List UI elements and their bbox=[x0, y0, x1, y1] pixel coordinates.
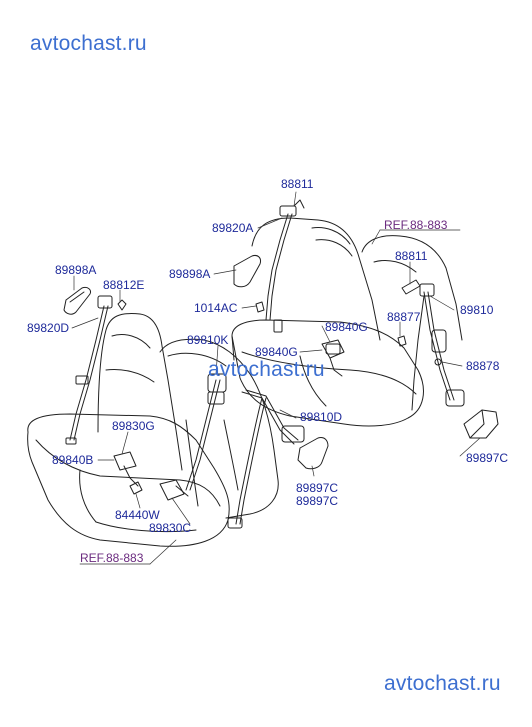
watermark-top: avtochast.ru bbox=[30, 32, 147, 55]
part-88878[interactable]: 88878 bbox=[466, 359, 500, 373]
part-88877[interactable]: 88877 bbox=[387, 310, 421, 324]
buckle-89840b bbox=[113, 451, 137, 471]
buckle-89840g-mid bbox=[321, 339, 345, 359]
right-seat-back-left bbox=[251, 217, 381, 341]
watermark-bottom: avtochast.ru bbox=[384, 672, 501, 695]
buckle-89830c bbox=[159, 479, 185, 501]
part-88811-right[interactable]: 88811 bbox=[395, 249, 428, 263]
part-89830c[interactable]: 89830C bbox=[149, 521, 192, 535]
part-89810d[interactable]: 89810D bbox=[300, 410, 343, 424]
part-89810k[interactable]: 89810K bbox=[187, 333, 229, 347]
part-84440w[interactable]: 84440W bbox=[115, 508, 160, 522]
part-89830g[interactable]: 89830G bbox=[112, 419, 155, 433]
watermark-middle: avtochast.ru bbox=[208, 358, 325, 381]
cover-89897c-right bbox=[463, 409, 499, 439]
belt-89810k bbox=[185, 379, 217, 491]
guide-89898a-mid bbox=[233, 255, 261, 288]
part-88811-top[interactable]: 88811 bbox=[281, 177, 314, 191]
part-89820d[interactable]: 89820D bbox=[27, 321, 70, 335]
cover-89897c-a bbox=[297, 437, 329, 470]
part-89810[interactable]: 89810 bbox=[460, 303, 494, 317]
part-89840b[interactable]: 89840B bbox=[52, 453, 94, 467]
ref-label-upper[interactable]: REF.88-883 bbox=[384, 218, 448, 232]
part-88812e[interactable]: 88812E bbox=[103, 278, 145, 292]
part-89840g-mid[interactable]: 89840G bbox=[255, 345, 298, 359]
part-89820a[interactable]: 89820A bbox=[212, 221, 254, 235]
part-89897c-a[interactable]: 89897C bbox=[296, 481, 339, 495]
part-89898a-mid[interactable]: 89898A bbox=[169, 267, 211, 281]
part-1014ac[interactable]: 1014AC bbox=[194, 301, 238, 315]
part-89898a-left[interactable]: 89898A bbox=[55, 263, 97, 277]
belt-89820d bbox=[69, 305, 105, 441]
part-89840g-right[interactable]: 89840G bbox=[325, 320, 368, 334]
right-seat-back-right bbox=[361, 235, 463, 341]
guide-89898a-left bbox=[63, 287, 91, 315]
belt-89810 bbox=[423, 291, 451, 401]
left-seat-back bbox=[97, 313, 183, 471]
part-89897c-right[interactable]: 89897C bbox=[466, 451, 509, 465]
belt-89820a bbox=[265, 213, 289, 321]
part-89897c-b[interactable]: 89897C bbox=[296, 494, 339, 508]
ref-label-lower[interactable]: REF.88-883 bbox=[80, 551, 144, 565]
center-seat-back bbox=[159, 338, 279, 519]
belt-89810d bbox=[241, 391, 295, 445]
left-seat-cushion bbox=[27, 413, 230, 547]
